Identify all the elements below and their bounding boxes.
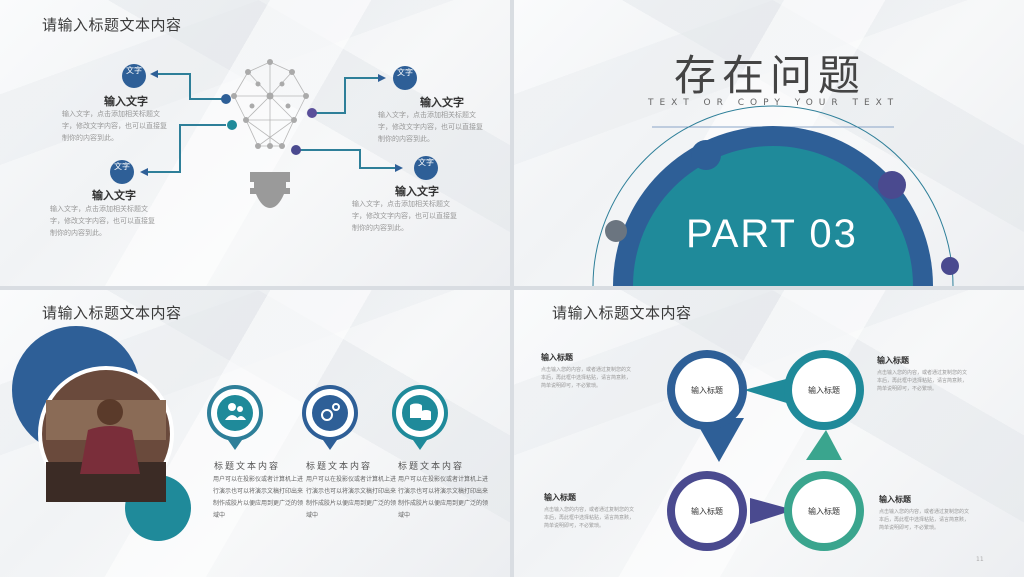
feature-badges: [207, 385, 448, 450]
connector-lines: [140, 59, 403, 208]
slide-title: 请输入标题文本内容: [42, 16, 182, 34]
side-text: 点击输入您的内容，或者通过复制您的文本后，再此框中选择粘贴，请言简意赅，简单说明…: [877, 370, 968, 392]
slide-4[interactable]: 请输入标题文本内容 输入标题 输入标题 输入标题 输入标题 输入标题 点击输入您…: [514, 290, 1024, 577]
text-badge: 文字: [110, 160, 134, 184]
cycle-node: 输入标题: [675, 358, 739, 422]
cycle-node: 输入标题: [792, 479, 856, 543]
slide-3[interactable]: 请输入标题文本内容 标题文本内容 用户可以在: [0, 290, 510, 577]
feature-text: 用户可以在投影仪或者计算机上进行演示也可以将演示文稿打印出来制作成胶片以便应用到…: [398, 476, 489, 519]
side-heading: 输入标题: [877, 356, 909, 365]
part-number: PART 03: [686, 212, 858, 256]
item-text: 输入文字，点击添加相关标题文字，修改文字内容，也可以直接复制你的内容到此。: [62, 110, 167, 142]
item-heading: 输入文字: [420, 96, 464, 109]
item-heading: 输入文字: [395, 185, 439, 198]
feature-text: 用户可以在投影仪或者计算机上进行演示也可以将演示文稿打印出来制作成胶片以便应用到…: [306, 476, 397, 519]
text-badge: 文字: [414, 156, 438, 180]
item-heading: 输入文字: [92, 189, 136, 202]
side-heading: 输入标题: [879, 495, 911, 504]
side-text: 点击输入您的内容，或者通过复制您的文本后，再此框中选择粘贴，请言简意赅，简单说明…: [879, 509, 970, 531]
item-text: 输入文字，点击添加相关标题文字，修改文字内容，也可以直接复制你的内容到此。: [352, 200, 457, 232]
lightbulb-network-icon: [233, 61, 307, 147]
photo-frame: [12, 326, 191, 541]
gears-icon: [321, 403, 340, 421]
part-graphic: [592, 105, 959, 286]
section-title: 存在问题: [674, 51, 867, 100]
item-heading: 输入文字: [104, 95, 148, 108]
coins-icon: [410, 403, 431, 420]
users-icon: [225, 403, 246, 420]
slide-2[interactable]: 存在问题 TEXT OR COPY YOUR TEXT PART 03: [514, 0, 1024, 286]
slide-1[interactable]: 请输入标题文本内容: [0, 0, 510, 286]
section-subtitle: TEXT OR COPY YOUR TEXT: [648, 98, 900, 108]
side-heading: 输入标题: [544, 493, 576, 502]
cycle-diagram: [667, 350, 864, 551]
text-badge: 文字: [122, 64, 146, 88]
feature-title: 标题文本内容: [398, 462, 465, 472]
cycle-node: 输入标题: [792, 358, 856, 422]
cycle-node: 输入标题: [675, 479, 739, 543]
side-heading: 输入标题: [541, 353, 573, 362]
item-text: 输入文字，点击添加相关标题文字，修改文字内容，也可以直接复制你的内容到此。: [50, 205, 155, 237]
page-number: 11: [976, 556, 984, 563]
slide-title: 请输入标题文本内容: [552, 304, 692, 322]
feature-title: 标题文本内容: [214, 462, 281, 472]
slide-title: 请输入标题文本内容: [42, 304, 182, 322]
item-text: 输入文字，点击添加相关标题文字，修改文字内容，也可以直接复制你的内容到此。: [378, 111, 483, 143]
side-text: 点击输入您的内容，或者通过复制您的文本后，再此框中选择粘贴，请言简意赅，简单说明…: [541, 367, 632, 389]
side-text: 点击输入您的内容，或者通过复制您的文本后，再此框中选择粘贴，请言简意赅，简单说明…: [544, 507, 635, 529]
feature-title: 标题文本内容: [306, 462, 373, 472]
feature-text: 用户可以在投影仪或者计算机上进行演示也可以将演示文稿打印出来制作成胶片以便应用到…: [213, 476, 304, 519]
text-badge: 文字: [393, 66, 417, 90]
